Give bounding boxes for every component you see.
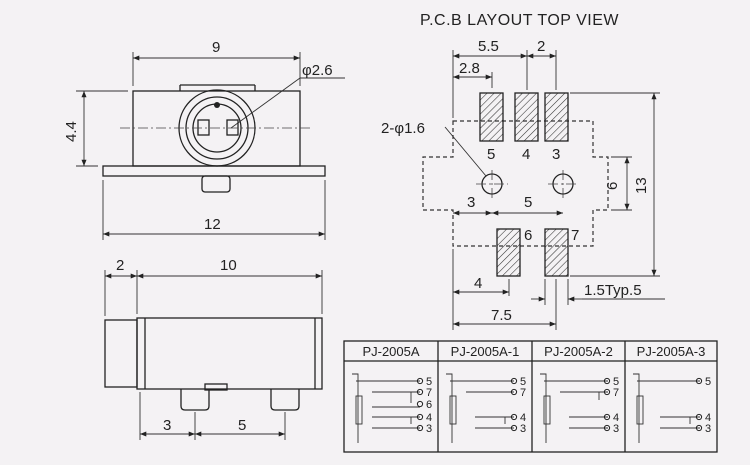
pin-terminal — [510, 424, 518, 432]
dim-pcb-7-5: 7.5 — [491, 307, 512, 324]
pcb-layout-title: P.C.B LAYOUT TOP VIEW — [420, 12, 619, 29]
dim-base: 12 — [204, 216, 221, 233]
pin-label: 4 — [705, 412, 711, 424]
dim-width: 9 — [212, 39, 220, 56]
side-view-drawing — [104, 270, 323, 440]
dim-pin-b: 5 — [238, 417, 246, 434]
pin-label: 3 — [705, 423, 711, 435]
pin-terminal — [603, 413, 611, 421]
pin-label: 7 — [426, 387, 432, 399]
pin-label: 4 — [520, 412, 526, 424]
dim-height: 4.4 — [63, 121, 80, 142]
pad-label-7: 7 — [571, 227, 579, 244]
pin-label: 6 — [426, 399, 432, 411]
pin-terminal — [416, 377, 424, 385]
dim-pcb-5: 5 — [524, 194, 532, 211]
pin-terminal — [695, 413, 703, 421]
pin-label: 7 — [613, 387, 619, 399]
table-header-3: PJ-2005A-2 — [544, 344, 613, 359]
pin-terminal — [695, 424, 703, 432]
pin-label: 5 — [705, 376, 711, 388]
pin-terminal — [603, 377, 611, 385]
dim-pin-a: 3 — [163, 417, 171, 434]
dim-pcb-typ: 1.5Typ.5 — [584, 282, 642, 299]
pin-label: 3 — [520, 423, 526, 435]
dim-side-offset: 2 — [116, 257, 124, 274]
pad-label-5: 5 — [487, 146, 495, 163]
dim-pcb-holes: 2-φ1.6 — [381, 120, 425, 137]
dim-side-length: 10 — [220, 257, 237, 274]
pin-label: 3 — [613, 423, 619, 435]
top-view-drawing — [76, 52, 345, 240]
pin-label: 4 — [613, 412, 619, 424]
pin-terminal — [416, 413, 424, 421]
dim-pcb-5-5: 5.5 — [478, 38, 499, 55]
table-header-1: PJ-2005A — [362, 344, 419, 359]
pin-terminal — [416, 400, 424, 408]
pin-terminal — [510, 377, 518, 385]
pin-label: 3 — [426, 423, 432, 435]
table-header-4: PJ-2005A-3 — [637, 344, 706, 359]
variant-table — [343, 340, 718, 453]
pin-terminal — [510, 388, 518, 396]
table-header-2: PJ-2005A-1 — [451, 344, 520, 359]
pin-terminal — [603, 388, 611, 396]
pin-terminal — [603, 424, 611, 432]
dim-hole-diameter: φ2.6 — [302, 62, 333, 79]
pin-label: 5 — [613, 376, 619, 388]
pin-label: 5 — [520, 376, 526, 388]
dim-pcb-2-8: 2.8 — [459, 60, 480, 77]
dim-pcb-4: 4 — [474, 275, 482, 292]
dim-pcb-6: 6 — [604, 182, 621, 190]
dim-pcb-3: 3 — [467, 194, 475, 211]
dim-pcb-13: 13 — [633, 177, 650, 194]
pin-terminal — [416, 388, 424, 396]
dim-pcb-2: 2 — [537, 38, 545, 55]
pad-label-6: 6 — [524, 227, 532, 244]
pin-terminal — [416, 424, 424, 432]
pad-label-3: 3 — [552, 146, 560, 163]
pin-label: 4 — [426, 412, 432, 424]
pad-label-4: 4 — [522, 146, 530, 163]
pin-terminal — [695, 377, 703, 385]
pin-label: 7 — [520, 387, 526, 399]
pin-label: 5 — [426, 376, 432, 388]
pcb-layout-drawing — [422, 50, 665, 330]
pin-terminal — [510, 413, 518, 421]
